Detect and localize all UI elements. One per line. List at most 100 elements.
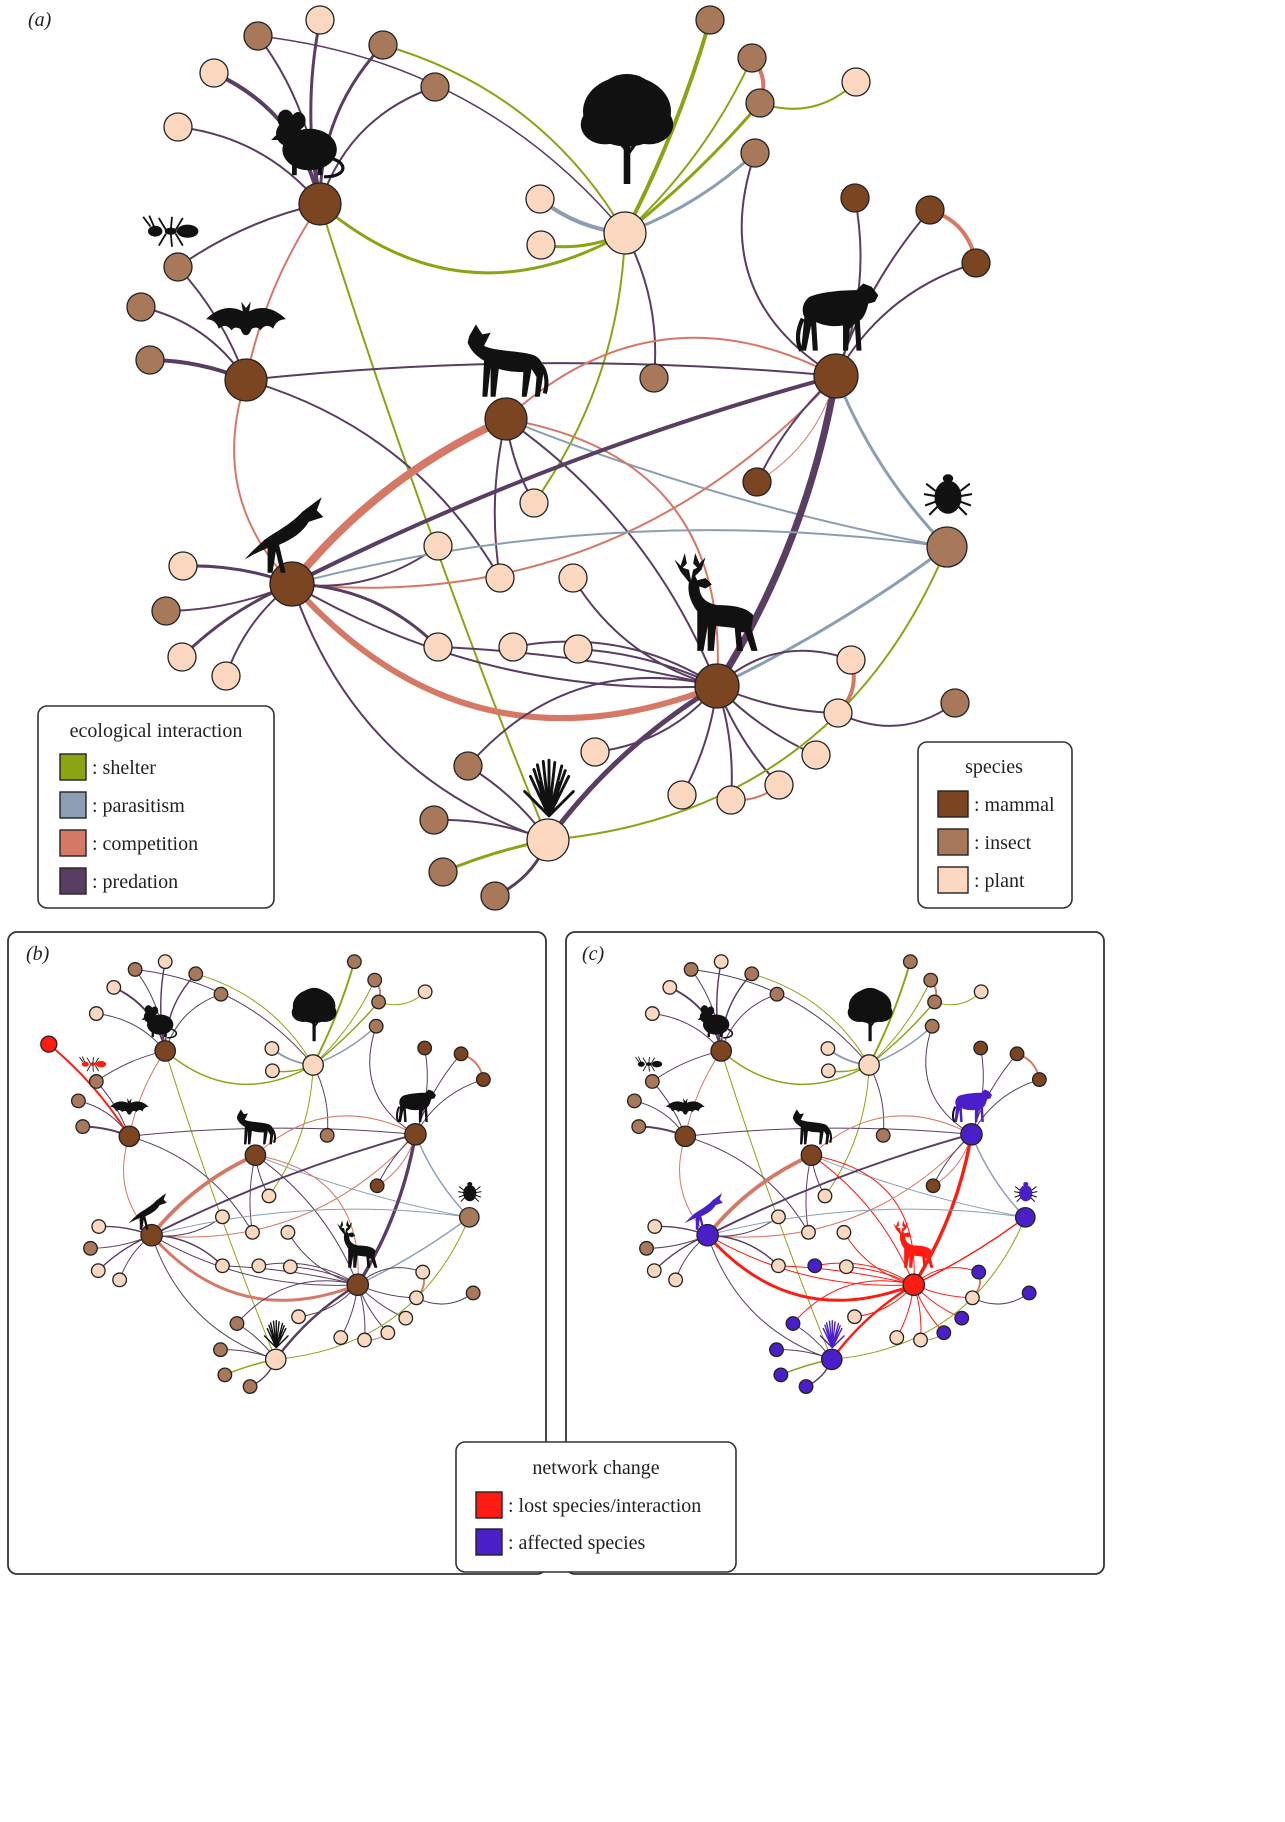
plant-node [199,58,229,88]
legend-label: : affected species [508,1532,646,1554]
mammal-node [915,195,945,225]
predation-edge [177,203,321,268]
shelter-edge [831,1216,1026,1360]
network-change-legend-title: network change [532,1457,659,1479]
insect-node [773,1367,789,1383]
plant-node [971,1264,987,1280]
parasitism-edge [810,1154,1026,1218]
mammal-node [1009,1046,1025,1062]
mammal-node [484,397,528,441]
predation-edge [309,18,322,206]
insect-node [126,292,156,322]
grass-icon [819,1319,845,1349]
plant-node [280,1224,296,1240]
plant-node [836,645,866,675]
plant-node [168,551,198,581]
shelter-edge [623,18,712,235]
ant-icon [78,1056,107,1073]
mammal-node [813,353,859,399]
tree-icon [581,74,673,184]
plant-node [112,1272,128,1288]
plant-node [305,5,335,35]
plant-node [526,818,570,862]
mammal-node [925,1178,941,1194]
plant-node [913,1332,928,1348]
insect-node [639,363,669,393]
predation-edge [684,1135,809,1233]
plant-node [817,1188,833,1204]
tree-icon [290,986,338,1043]
plant-node [261,1188,277,1204]
insect-node [75,1119,91,1135]
predation-edge [792,1280,915,1325]
mammal-node [742,467,772,497]
plant-node [485,563,515,593]
predation-edge [369,1025,416,1135]
parasitism-edge [715,545,949,688]
insect-node [740,138,770,168]
predation-edge [912,1132,974,1287]
insect-node [769,986,785,1002]
mammal-node [453,1046,469,1062]
mammal-node [404,1123,427,1146]
predation-edge [572,577,718,687]
interaction-legend: ecological interaction : shelter: parasi… [37,705,275,909]
predation-edge [814,1262,915,1286]
shelter-edge [382,44,626,234]
mammal-node [960,1123,983,1146]
shelter-edge [547,546,948,841]
insect-node [83,1240,98,1256]
shelter-edge [312,960,356,1066]
mammal-node [696,1223,719,1247]
grass-icon [263,1319,289,1349]
plant-node [211,661,241,691]
insect-node [744,966,760,982]
plant-node [525,184,555,214]
plant-node [357,1332,372,1348]
insect-node [644,1074,660,1089]
insect-node [419,805,449,835]
predation-edge [690,968,870,1066]
competition-edge [254,1115,416,1156]
shelter-edge [319,203,549,841]
tick-icon [457,1181,482,1203]
plant-node [214,1209,230,1225]
legend-swatch [937,790,969,818]
insect-node [631,1119,647,1135]
insect-node [217,1367,233,1383]
insect-node [924,1018,940,1034]
predation-edge [164,993,222,1052]
insect-node [151,596,181,626]
mammal-node [298,182,342,226]
predation-edge [356,1132,418,1287]
predation-edge [707,1234,833,1360]
predation-edge [467,676,718,767]
legend-label: : competition [92,833,198,855]
plant-node [417,984,433,1000]
predation-edge [971,1292,1030,1305]
plant-node [973,984,989,1000]
plant-node [823,698,853,728]
predation-edge [805,1154,812,1233]
predation-edge [274,1283,359,1361]
predation-edge [291,583,549,841]
plant-node [558,563,588,593]
insect-node [926,526,968,568]
insect-node [213,1342,228,1358]
plant-node [415,1264,431,1280]
insect-node [695,5,725,35]
legend-label: : insect [974,832,1032,854]
plant-node [526,230,556,260]
competition-edge [684,1050,722,1137]
plant-node [716,785,746,815]
insect-node [420,72,450,102]
shelter-edge [751,973,870,1066]
predation-edge [740,152,837,377]
competition-edge [123,1135,153,1236]
predation-edge [151,1234,359,1286]
insect-node [465,1285,481,1301]
plant-node [251,1258,267,1274]
mammal-node [840,183,870,213]
plant-node [282,1259,298,1275]
